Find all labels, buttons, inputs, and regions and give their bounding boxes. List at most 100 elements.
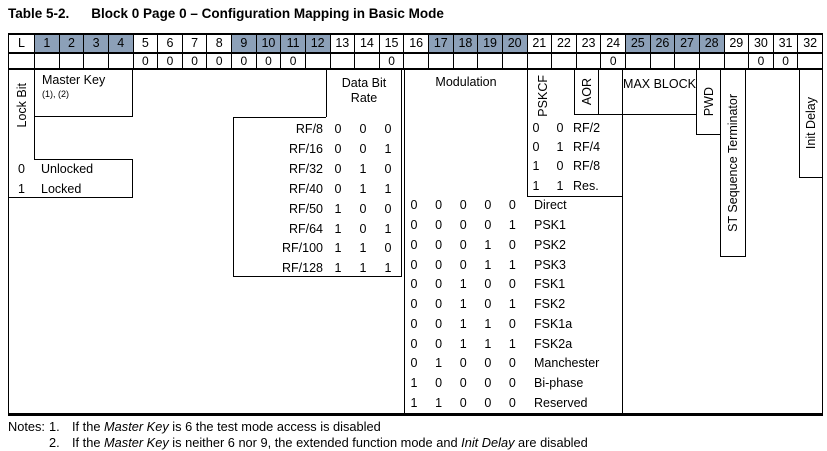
fixed-value-cell xyxy=(625,54,650,68)
lock-legend-bottom-line xyxy=(9,196,34,198)
data-rate-label: RF/40 xyxy=(288,181,323,196)
bit-header-cell: 27 xyxy=(674,35,699,52)
bit-header-cell: 13 xyxy=(329,35,355,52)
modulation-value-label: Bi-phase xyxy=(534,376,584,391)
lock-legend-label: Unlocked xyxy=(41,162,94,176)
bit-header-cell: 2 xyxy=(58,35,84,52)
bit-header-cell: 26 xyxy=(649,35,675,52)
fixed-value-cell: 0 xyxy=(772,54,798,68)
bit-value: 0 xyxy=(18,162,25,176)
bit-value: 0 xyxy=(384,201,392,216)
bit-value: 0 xyxy=(508,395,516,410)
bit-value: 0 xyxy=(435,376,443,391)
bit-value: 0 xyxy=(435,218,443,233)
fixed-value-cell: 0 xyxy=(280,54,305,68)
bit-value: 1 xyxy=(556,140,564,155)
modulation-value-label: FSK1a xyxy=(534,316,573,331)
bit-value: 1 xyxy=(384,181,392,196)
bit-value: 1 xyxy=(459,336,467,351)
bit-value: 0 xyxy=(334,141,342,156)
note-number: 1. xyxy=(49,419,60,434)
bit-header-cell: 28 xyxy=(698,35,724,52)
bit-value: 0 xyxy=(532,140,540,155)
bit-value: 1 xyxy=(532,159,540,174)
aor-field-box: AOR xyxy=(574,70,599,115)
modulation-box-right-line xyxy=(622,70,623,416)
bit-value: 0 xyxy=(410,257,418,272)
bit-value: 0 xyxy=(508,277,516,292)
fixed-value-cell xyxy=(9,54,34,68)
bit-value: 0 xyxy=(508,356,516,371)
init-delay-field: Init Delay xyxy=(799,70,822,178)
lock-column-header: L xyxy=(18,36,25,50)
bit-header-cell: 23 xyxy=(575,35,601,52)
fixed-value-cell xyxy=(501,54,527,68)
bit-value: 1 xyxy=(508,297,516,312)
bit-header-cell: 32 xyxy=(797,35,822,52)
max-block-label: MAX BLOCK xyxy=(623,77,696,91)
bit-value: 0 xyxy=(508,198,516,213)
data-rate-label: RF/32 xyxy=(288,161,323,176)
data-bit-rate-legend-top-line xyxy=(233,117,326,118)
fixed-value-cell: 0 xyxy=(231,54,256,68)
bit-value: 1 xyxy=(18,181,25,196)
bit-value: 1 xyxy=(459,277,467,292)
fixed-value-cell xyxy=(304,54,330,68)
modulation-value-label: PSK1 xyxy=(534,218,566,233)
fixed-value-cell xyxy=(83,54,108,68)
bit-value: 0 xyxy=(410,336,418,351)
modulation-value-label: FSK2 xyxy=(534,297,566,312)
bit-value: 0 xyxy=(410,237,418,252)
bit-value: 1 xyxy=(484,316,492,331)
bit-value: 1 xyxy=(359,261,367,276)
aor-bottom-line xyxy=(598,113,623,115)
bit-value: 0 xyxy=(484,277,492,292)
bit-value: 1 xyxy=(384,261,392,276)
note-text: If the Master Key is neither 6 nor 9, th… xyxy=(72,435,588,450)
bit-value: 1 xyxy=(508,336,516,351)
bit-header-cell: 24 xyxy=(600,35,625,52)
note-segment: are disabled xyxy=(514,435,588,450)
bit-header-cell: 15 xyxy=(378,35,404,52)
lock-legend-box xyxy=(34,159,133,198)
bit-header-cell: 29 xyxy=(723,35,749,52)
bit-value: 0 xyxy=(484,297,492,312)
bit-value: 0 xyxy=(459,198,467,213)
st-sequence-terminator-label: ST Sequence Terminator xyxy=(726,94,740,232)
fixed-value-cell xyxy=(526,54,552,68)
lock-legend-row: 1 Locked xyxy=(9,180,133,199)
bit-value: 0 xyxy=(334,122,342,136)
bit-value: 0 xyxy=(435,336,443,351)
field-diagram: Lock Bit Master Key (1), (2) Data Bit Ra… xyxy=(8,70,823,416)
bit-value: 1 xyxy=(435,356,443,371)
pskcf-row: 1 0 RF/8 xyxy=(512,157,622,176)
aor-value-label: RF/8 xyxy=(573,159,601,174)
fixed-value-cell: 0 xyxy=(748,54,773,68)
modulation-value-label: Manchester xyxy=(534,356,600,371)
fixed-value-cell xyxy=(698,54,724,68)
fixed-value-cell xyxy=(477,54,502,68)
modulation-value-label: Reserved xyxy=(534,395,588,410)
pskcf-box-left-line xyxy=(527,70,528,197)
data-rate-label: RF/50 xyxy=(288,201,323,216)
note-number: 2. xyxy=(49,435,60,450)
bit-value: 0 xyxy=(410,356,418,371)
bit-value: 1 xyxy=(484,237,492,252)
bit-value: 0 xyxy=(484,356,492,371)
lock-legend-label: Locked xyxy=(41,181,82,196)
bit-value: 0 xyxy=(556,159,564,174)
